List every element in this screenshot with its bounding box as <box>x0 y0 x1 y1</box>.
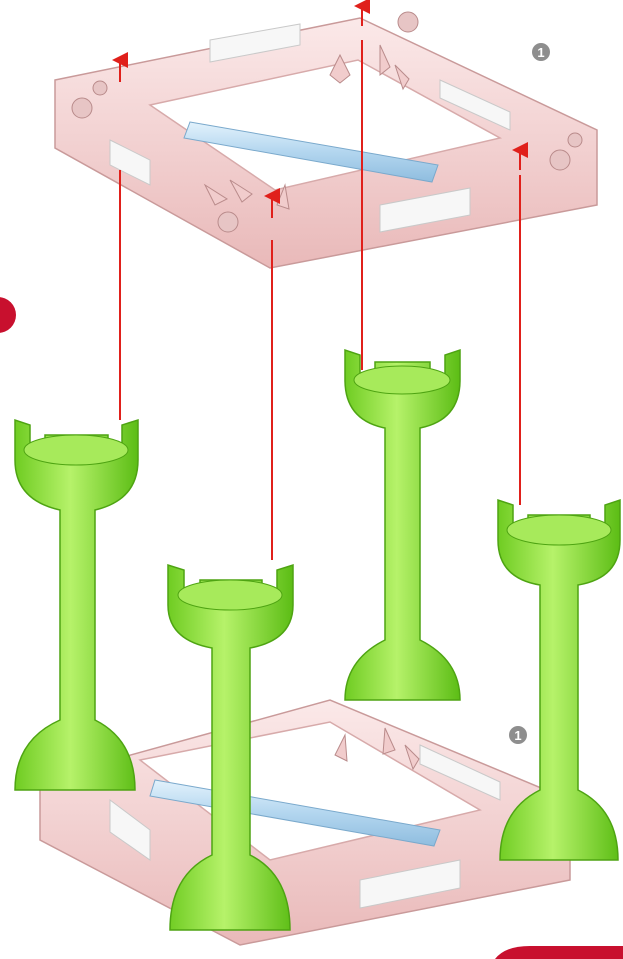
corner-tab <box>495 946 623 959</box>
top-frame-label-text: 1 <box>537 45 544 60</box>
pillar <box>345 350 460 700</box>
bottom-frame-label-text: 1 <box>514 728 521 743</box>
top-frame <box>55 12 597 268</box>
bottom-frame-label: 1 <box>509 726 527 744</box>
pillar <box>15 420 138 790</box>
top-frame-label: 1 <box>532 43 550 61</box>
step-marker <box>0 297 16 333</box>
